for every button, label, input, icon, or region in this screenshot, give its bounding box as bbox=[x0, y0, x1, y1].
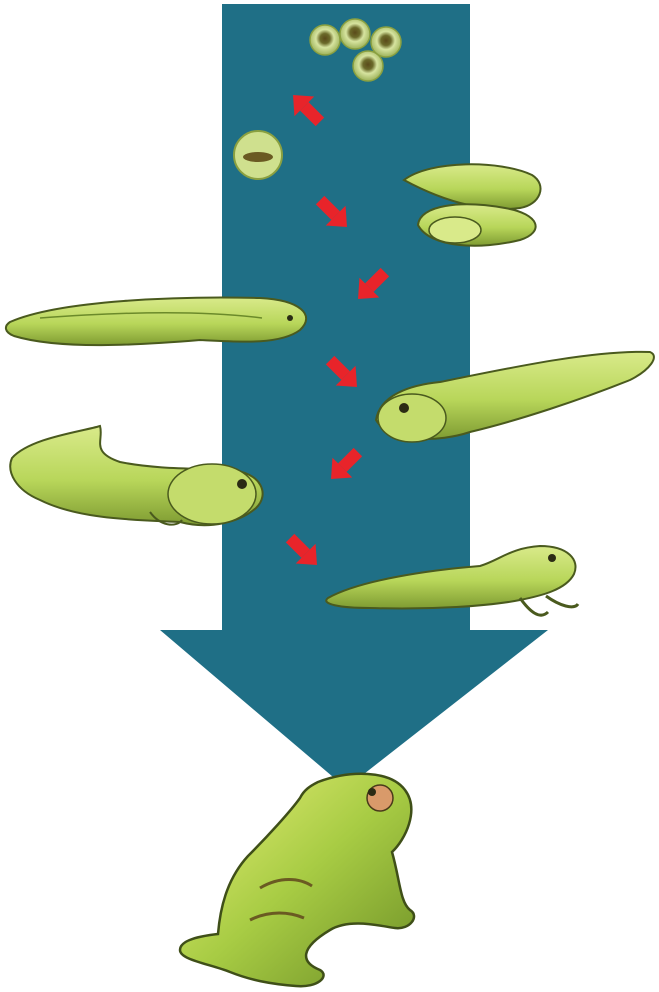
single-egg-stage bbox=[234, 131, 282, 179]
adult-frog-stage bbox=[180, 774, 414, 986]
early-tadpole-stage bbox=[6, 298, 306, 346]
